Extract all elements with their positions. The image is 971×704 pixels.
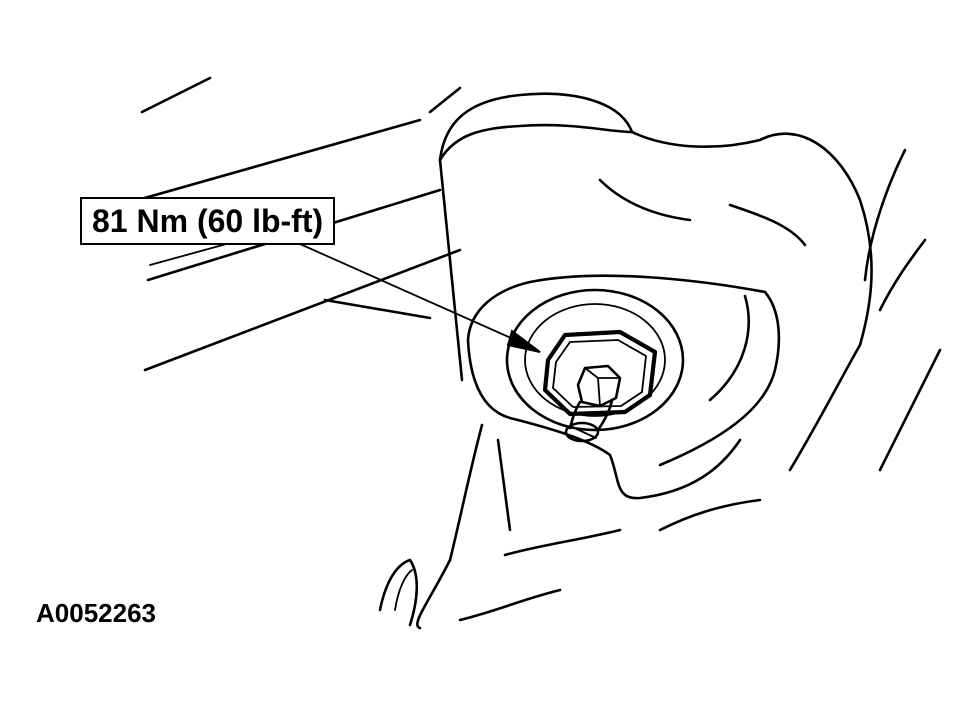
ball-joint-stud bbox=[564, 364, 622, 443]
torque-spec-label: 81 Nm (60 lb-ft) bbox=[80, 197, 336, 245]
castle-nut bbox=[542, 329, 658, 417]
ball-joint-seat bbox=[466, 274, 781, 500]
figure-id-label: A0052263 bbox=[36, 598, 156, 628]
spindle-upper-boss bbox=[428, 86, 634, 382]
lower-arm bbox=[378, 423, 762, 630]
callout-leader-arrow bbox=[299, 243, 541, 353]
knuckle-body bbox=[598, 130, 942, 472]
